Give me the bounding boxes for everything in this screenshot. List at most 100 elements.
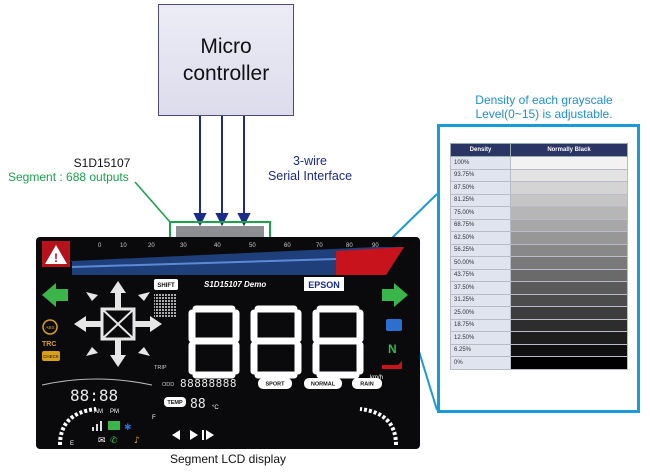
density-label: 87.50% [450, 181, 511, 195]
scale-90: 90 [372, 243, 379, 249]
driver-name: S1D15107 [73, 156, 131, 170]
density-swatch [511, 307, 627, 319]
epson-badge [304, 277, 344, 291]
density-swatch-cell [510, 243, 628, 257]
density-label: 68.75% [450, 218, 511, 232]
abs-icon [42, 319, 58, 335]
density-table-frame: Density Normally Black 100%93.75%87.50%8… [437, 124, 640, 413]
density-label: 6.25% [450, 343, 511, 357]
scale-20: 20 [148, 243, 155, 249]
media-controls [172, 430, 214, 440]
density-swatch-cell [510, 281, 628, 295]
density-swatch-cell [510, 293, 628, 307]
temp-digits: 88 [190, 397, 206, 412]
density-label: 93.75% [450, 168, 511, 182]
density-label: 18.75% [450, 318, 511, 332]
gear-indicator: N [388, 342, 397, 356]
signal-bars-icon [92, 421, 102, 431]
left-turn-arrow-icon [42, 283, 68, 307]
density-swatch [511, 357, 627, 369]
density-swatch-cell [510, 206, 628, 220]
odd-label: ODD [162, 382, 174, 388]
density-swatch-cell [510, 331, 628, 345]
tacho-scale: 0 10 20 30 40 50 60 70 80 90 [98, 243, 379, 249]
density-label: 50.00% [450, 256, 511, 270]
density-label: 31.25% [450, 293, 511, 307]
table-row: 18.75% [450, 318, 628, 332]
music-icon: ♪ [134, 436, 140, 446]
table-row: 87.50% [450, 181, 628, 195]
density-swatch-cell [510, 231, 628, 245]
header-density: Density [450, 143, 511, 157]
density-table: Density Normally Black 100%93.75%87.50%8… [450, 143, 628, 370]
clock-digits: 88:88 [70, 386, 118, 405]
dot-matrix [154, 293, 176, 317]
density-label: 81.25% [450, 193, 511, 207]
temp-unit: °C [212, 405, 219, 411]
trc-label: TRC [42, 341, 56, 348]
warning-icon: ! [42, 241, 70, 267]
density-swatch-cell [510, 193, 628, 207]
fuel-full: F [152, 415, 156, 421]
scale-10: 10 [120, 243, 127, 249]
interface-label: 3-wire Serial Interface [267, 154, 353, 183]
demo-title: S1D15107 Demo [204, 280, 266, 289]
density-swatch [511, 269, 627, 281]
density-swatch-cell [510, 268, 628, 282]
density-swatch [511, 157, 627, 169]
density-label: 0% [450, 356, 511, 370]
epson-logo: EPSON [308, 280, 340, 290]
density-label: 56.25% [450, 243, 511, 257]
temp-box [164, 397, 186, 407]
density-swatch [511, 294, 627, 306]
density-label: 12.50% [450, 331, 511, 345]
driver-chip [176, 226, 264, 238]
segment-lcd-display: ! 0 10 20 30 40 50 60 70 80 90 [36, 237, 420, 449]
scale-60: 60 [284, 243, 291, 249]
table-row: 56.25% [450, 243, 628, 257]
density-swatch [511, 282, 627, 294]
density-swatch-cell [510, 218, 628, 232]
microcontroller-box: Micro controller [158, 4, 294, 116]
table-row: 100% [450, 156, 628, 170]
table-row: 31.25% [450, 293, 628, 307]
scale-80: 80 [346, 243, 353, 249]
density-label: 62.50% [450, 231, 511, 245]
table-row: 75.00% [450, 206, 628, 220]
shift-box [154, 279, 178, 290]
table-row: 68.75% [450, 218, 628, 232]
speed-digits [188, 305, 364, 379]
headlight-icon [386, 319, 402, 331]
scale-0: 0 [98, 243, 102, 249]
density-swatch-cell [510, 318, 628, 332]
density-swatch-cell [510, 181, 628, 195]
callout-line-top [391, 193, 438, 239]
mode-buttons: SPORT NORMAL RAIN [258, 378, 382, 389]
svg-text:!: ! [54, 251, 58, 265]
density-swatch [511, 232, 627, 244]
density-swatch [511, 182, 627, 194]
density-label: 43.75% [450, 268, 511, 282]
table-row: 93.75% [450, 168, 628, 182]
table-row: 43.75% [450, 268, 628, 282]
temp-label: TEMP [167, 400, 183, 406]
table-row: 25.00% [450, 306, 628, 320]
pm-label: PM [110, 409, 119, 415]
abs-label: ABS [45, 325, 54, 330]
battery-icon [108, 421, 120, 430]
mode-sport: SPORT [266, 382, 286, 388]
density-label: 100% [450, 156, 511, 170]
trip-label: TRIP [154, 365, 167, 371]
oil-can-icon [382, 361, 402, 369]
density-swatch-cell [510, 256, 628, 270]
density-callout: Density of each grayscale Level(0~15) is… [475, 93, 613, 121]
odometer-digits: 88888888 [180, 377, 237, 390]
density-rows: 100%93.75%87.50%81.25%75.00%68.75%62.50%… [450, 156, 628, 370]
table-row: 62.50% [450, 231, 628, 245]
microcontroller-title: Micro controller [182, 35, 270, 85]
density-label: 75.00% [450, 206, 511, 220]
table-row: 37.50% [450, 281, 628, 295]
density-label: 25.00% [450, 306, 511, 320]
bluetooth-icon: ✱ [124, 423, 132, 433]
density-swatch [511, 194, 627, 206]
